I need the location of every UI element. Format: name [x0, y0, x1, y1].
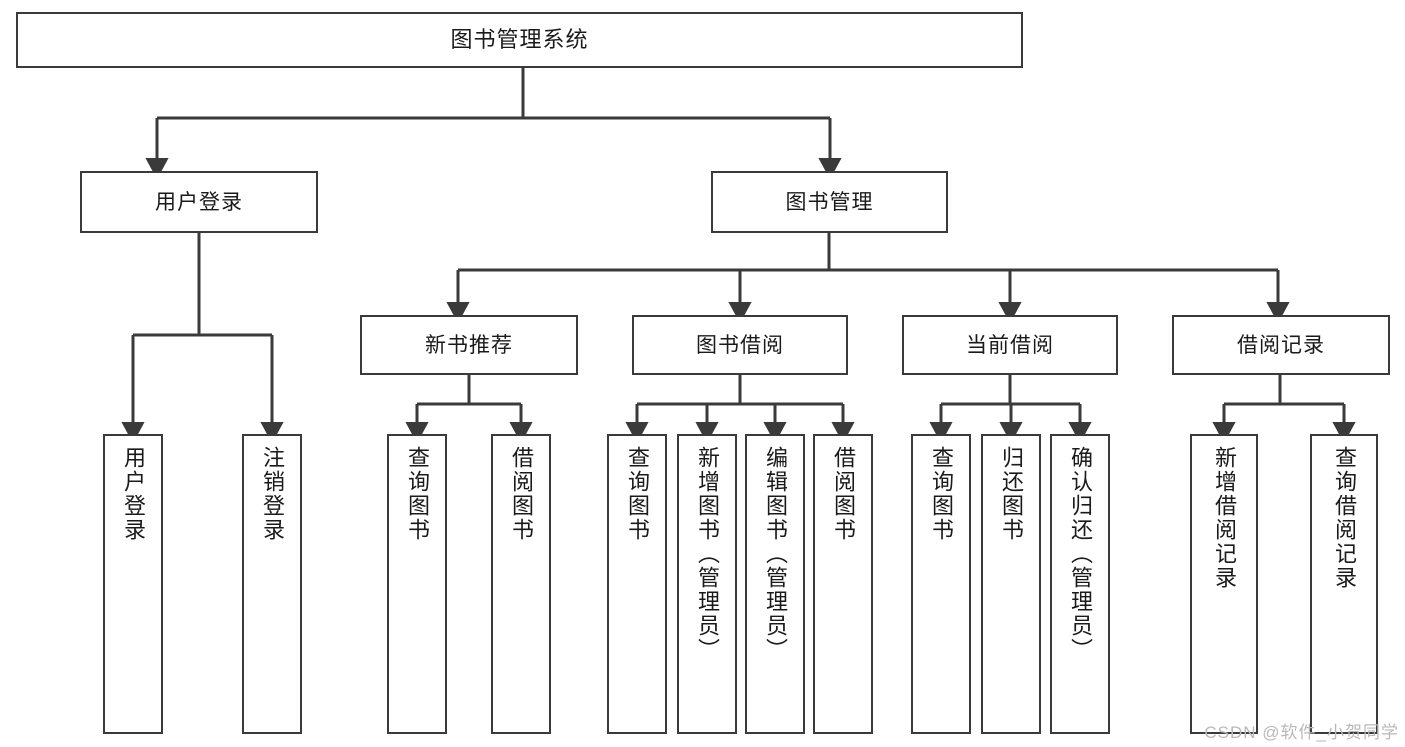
- node-root-system[interactable]: 图书管理系统: [16, 12, 1023, 68]
- watermark: CSDN @软件_小贺同学: [1204, 723, 1399, 742]
- node-new-book-recommend[interactable]: 新书推荐: [360, 315, 578, 375]
- node-label: 新增借阅记录: [1211, 446, 1237, 590]
- leaf-recommend-query-book[interactable]: 查询图书: [387, 434, 447, 734]
- leaf-current-return-book[interactable]: 归还图书: [981, 434, 1041, 734]
- node-label: 借阅图书: [830, 446, 856, 542]
- leaf-user-login-login[interactable]: 用户登录: [103, 434, 163, 734]
- leaf-user-login-logout[interactable]: 注销登录: [242, 434, 302, 734]
- leaf-borrow-add-book-admin[interactable]: 新增图书（管理员）: [677, 434, 737, 734]
- node-label: 图书管理: [785, 190, 874, 214]
- node-label: 注销登录: [259, 446, 285, 542]
- node-label: 新增图书（管理员）: [694, 446, 720, 662]
- node-label: 当前借阅: [966, 333, 1054, 357]
- node-label: 确认归还（管理员）: [1067, 446, 1093, 662]
- node-current-borrow[interactable]: 当前借阅: [902, 315, 1118, 375]
- leaf-borrow-edit-book-admin[interactable]: 编辑图书（管理员）: [745, 434, 805, 734]
- leaf-borrow-query-book[interactable]: 查询图书: [607, 434, 667, 734]
- leaf-record-query-record[interactable]: 查询借阅记录: [1310, 434, 1378, 734]
- node-label: 新书推荐: [425, 333, 513, 357]
- leaf-borrow-borrow-book[interactable]: 借阅图书: [813, 434, 873, 734]
- node-label: 用户登录: [155, 190, 243, 214]
- node-borrow-record[interactable]: 借阅记录: [1172, 315, 1390, 375]
- node-book-borrow[interactable]: 图书借阅: [632, 315, 848, 375]
- node-book-management[interactable]: 图书管理: [711, 171, 948, 233]
- node-label: 图书借阅: [696, 333, 784, 357]
- node-label: 编辑图书（管理员）: [762, 446, 788, 662]
- node-label: 借阅记录: [1237, 333, 1325, 357]
- node-label: 查询图书: [404, 446, 430, 542]
- node-label: 图书管理系统: [450, 27, 589, 52]
- node-label: 归还图书: [998, 446, 1024, 542]
- leaf-current-confirm-return-admin[interactable]: 确认归还（管理员）: [1050, 434, 1110, 734]
- leaf-current-query-book[interactable]: 查询图书: [911, 434, 971, 734]
- node-label: 查询图书: [624, 446, 650, 542]
- node-label: 借阅图书: [508, 446, 534, 542]
- node-user-login[interactable]: 用户登录: [80, 171, 318, 233]
- node-label: 查询借阅记录: [1331, 446, 1357, 590]
- node-label: 查询图书: [928, 446, 954, 542]
- leaf-recommend-borrow-book[interactable]: 借阅图书: [491, 434, 551, 734]
- node-label: 用户登录: [120, 446, 146, 542]
- leaf-record-add-record[interactable]: 新增借阅记录: [1190, 434, 1258, 734]
